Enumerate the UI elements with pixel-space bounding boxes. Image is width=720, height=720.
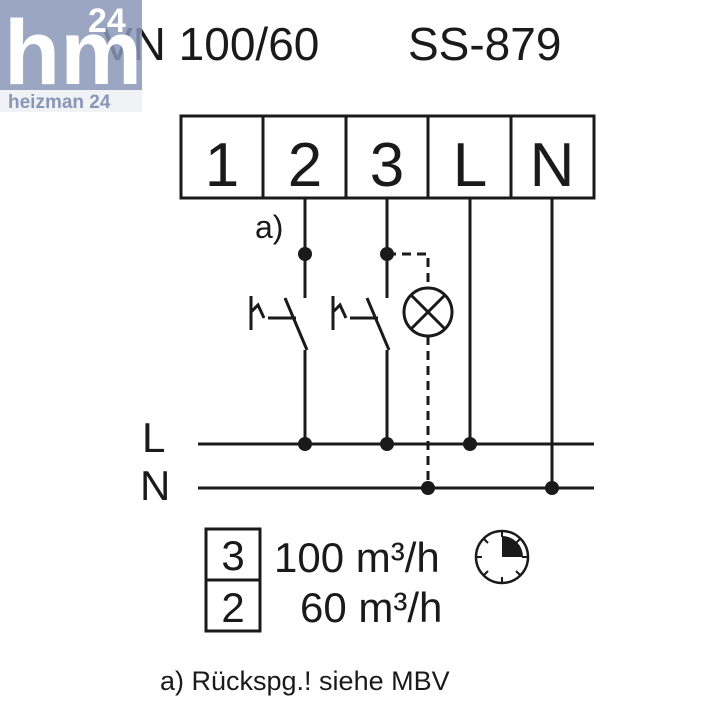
- logo-brand: heizman 24: [8, 92, 111, 113]
- annotation-a: a): [255, 209, 283, 245]
- terminal-label-1: 1: [205, 131, 239, 200]
- bus-label-l: L: [142, 414, 165, 461]
- legend-flow-60: 60 m³/h: [300, 584, 442, 631]
- legend-terminal-2: 2: [221, 584, 244, 631]
- footnote: a) Rückspg.! siehe MBV: [160, 666, 450, 696]
- lamp-icon: [402, 286, 454, 338]
- terminal-label-l: L: [453, 131, 487, 200]
- lamp-wiring: [387, 252, 430, 488]
- terminal-label-n: N: [530, 131, 575, 200]
- logo-number: 24: [88, 2, 126, 40]
- logo-mark: hm: [4, 2, 142, 104]
- legend-flow-100: 100 m³/h: [274, 534, 440, 581]
- terminal-label-3: 3: [370, 131, 404, 200]
- part-number: SS-879: [408, 18, 561, 70]
- terminal-label-2: 2: [288, 131, 322, 200]
- legend: 3 2 100 m³/h 60 m³/h: [204, 527, 530, 633]
- bus-label-n: N: [140, 462, 170, 509]
- brand-logo: hm 24 heizman 24: [0, 0, 142, 113]
- legend-terminal-3: 3: [221, 532, 244, 579]
- junction-dots: [298, 247, 559, 495]
- timer-icon: [474, 529, 530, 585]
- switch-icon: [331, 296, 391, 351]
- switch-icon: [249, 296, 309, 351]
